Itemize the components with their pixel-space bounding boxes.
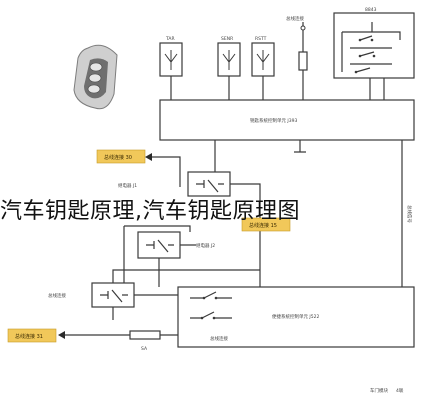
relay-2-label: 继电器 J2 — [196, 242, 215, 249]
tag-terminal-30 — [96, 149, 146, 164]
fuse-label: SA — [141, 346, 148, 352]
antenna-label-3: RSTT — [255, 36, 267, 42]
ground-icon — [294, 140, 306, 153]
main-control-unit-label: 钥匙系统控制单元 J393 — [250, 117, 297, 124]
antenna-group: TAR SENR RSTT — [159, 36, 275, 100]
relay-3-label: 总线连接 — [48, 292, 66, 299]
tag-terminal-15 — [241, 217, 291, 232]
main-control-unit — [159, 99, 415, 141]
svg-text:总线连接 30: 总线连接 30 — [104, 154, 132, 161]
resistor-icon — [298, 51, 308, 71]
bottom-control-unit — [177, 286, 415, 348]
antenna-label-2: SENR — [221, 36, 233, 42]
top-right-module: 8843 — [333, 7, 415, 100]
footer-right-label: 4联 — [396, 387, 404, 394]
svg-text:总线连接 31: 总线连接 31 — [15, 333, 43, 340]
svg-text:总线连接 15: 总线连接 15 — [249, 222, 277, 229]
page-title: 汽车钥匙原理,汽车钥匙原理图 — [0, 199, 300, 224]
key-fob-icon — [73, 44, 118, 110]
antenna-label-1: TAR — [165, 36, 175, 42]
terminal-icon — [300, 25, 306, 31]
top-right-module-label: 8843 — [365, 7, 377, 13]
arrow-left-icon — [58, 331, 65, 339]
right-bus-label: 总线信号 — [406, 205, 413, 223]
fuse — [129, 330, 161, 340]
relay-1-label: 继电器 J1 — [118, 182, 137, 189]
top-wire-label: 总线连接 — [286, 15, 304, 22]
switch-icon — [190, 291, 232, 320]
arrow-left-icon — [145, 153, 152, 161]
tag-terminal-31 — [7, 328, 57, 343]
bottom-unit-sub-label: 总线连接 — [210, 335, 228, 342]
footer-left-label: 车门模块 — [370, 387, 388, 394]
antenna-icon — [164, 50, 270, 70]
bottom-control-unit-label: 便捷系统控制单元 J522 — [272, 313, 319, 320]
